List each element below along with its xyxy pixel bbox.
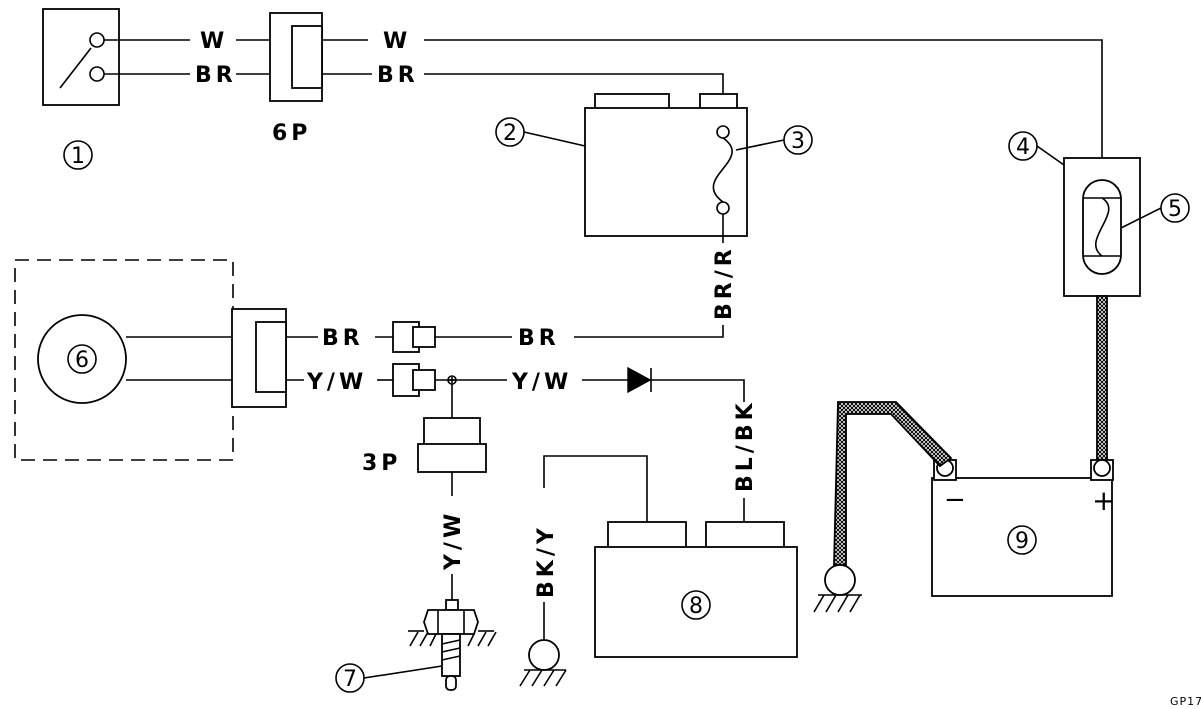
wire-label-w-right: W <box>383 29 411 54</box>
svg-text:6: 6 <box>75 348 89 373</box>
battery-plus-label: + <box>1092 484 1115 517</box>
svg-text:5: 5 <box>1168 197 1182 222</box>
connector-label-6p: 6P <box>272 121 311 146</box>
control-unit: 8 <box>594 521 798 658</box>
connector-label-3p: 3P <box>362 451 401 476</box>
wire-label-yw-down: Y/W <box>441 510 466 571</box>
ground-bk-y <box>519 639 567 687</box>
svg-text:3: 3 <box>791 129 805 154</box>
relay-box <box>584 93 748 237</box>
connector-generator <box>231 308 287 408</box>
wire-label-yw-mid: Y/W <box>511 370 572 395</box>
battery: − + 9 <box>931 459 1115 597</box>
wire-label-w-left: W <box>200 29 228 54</box>
wire-label-bk-y: BK/Y <box>534 524 559 598</box>
fuse-holder <box>1063 157 1141 297</box>
callout-2: 2 <box>495 117 586 147</box>
diode <box>627 366 652 394</box>
sensor <box>408 599 497 691</box>
wire-label-br-mid: BR <box>322 326 364 351</box>
wire-label-br-right: BR <box>377 63 419 88</box>
wire-label-br-fuse: BR <box>518 326 560 351</box>
connector-br <box>392 321 436 353</box>
wire-w <box>104 39 1103 180</box>
callout-7: 7 <box>335 663 443 693</box>
callout-4: 4 <box>1008 131 1065 166</box>
connector-6p <box>269 12 323 102</box>
connector-3p <box>417 417 487 473</box>
connector-yw <box>392 363 436 397</box>
callout-3: 3 <box>735 125 813 155</box>
svg-text:1: 1 <box>71 144 85 169</box>
figure-code: GP17 <box>1170 695 1201 708</box>
svg-text:9: 9 <box>1015 529 1029 554</box>
svg-text:7: 7 <box>343 667 357 692</box>
battery-positive-cable <box>1096 295 1108 461</box>
svg-text:2: 2 <box>503 121 517 146</box>
callout-5: 5 <box>1120 193 1190 229</box>
svg-text:4: 4 <box>1016 135 1030 160</box>
switch <box>42 8 120 106</box>
wire-label-br-left: BR <box>195 63 237 88</box>
callout-1: 1 <box>63 140 93 170</box>
wire-label-bl-bk: BL/BK <box>733 399 758 492</box>
ground-battery <box>813 564 862 613</box>
svg-text:8: 8 <box>689 594 703 619</box>
wire-label-br-r: BR/R <box>712 245 737 320</box>
battery-minus-label: − <box>944 485 966 515</box>
wire-label-yw-left: Y/W <box>306 370 367 395</box>
wire-br <box>104 73 724 95</box>
generator: 6 <box>14 259 234 461</box>
